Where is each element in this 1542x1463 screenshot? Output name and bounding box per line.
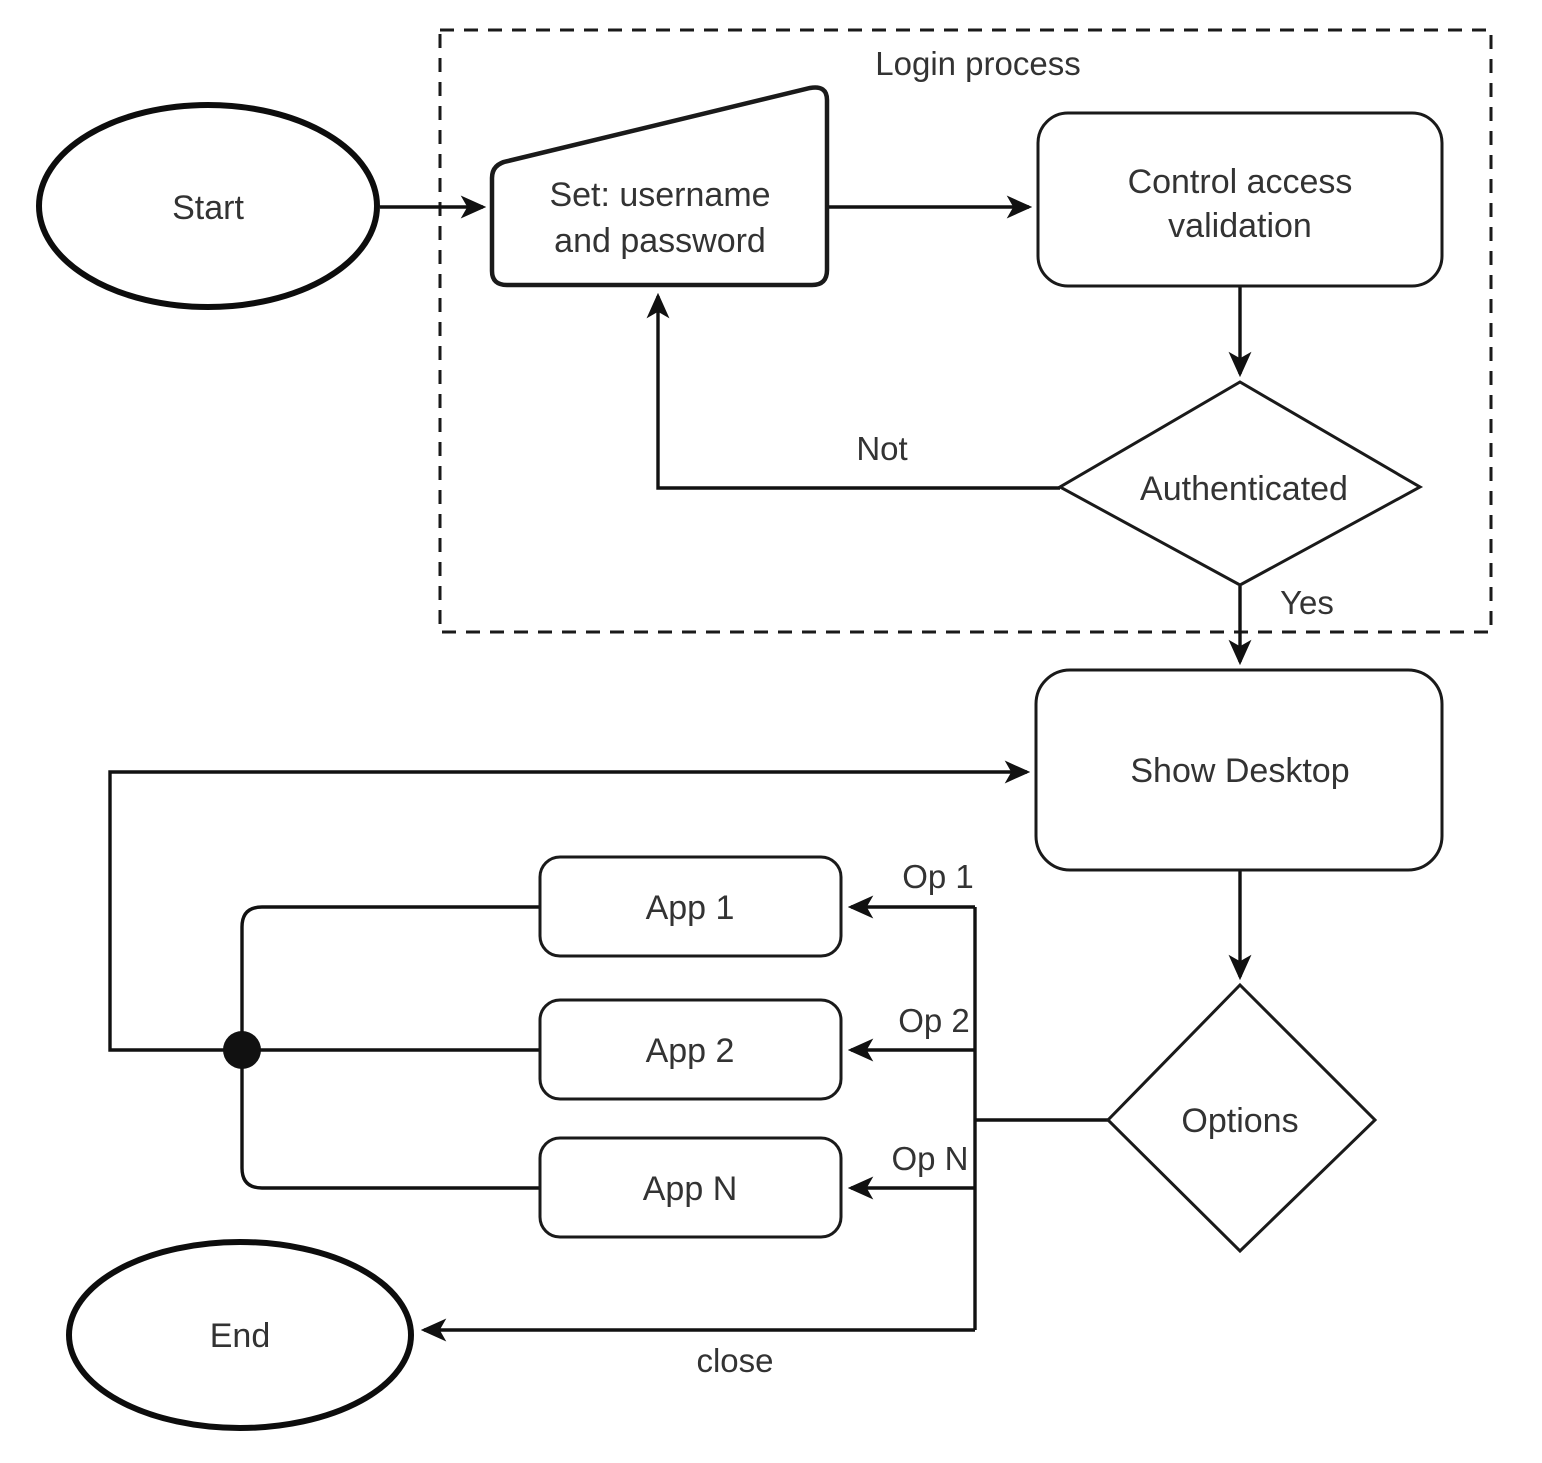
edge-label-op2: Op 2 bbox=[898, 1002, 970, 1039]
node-show-desktop[interactable] bbox=[1034, 668, 1444, 872]
node-start-label: Start bbox=[172, 189, 244, 227]
node-app-1-label: App 1 bbox=[646, 889, 735, 927]
login-process-group bbox=[438, 28, 1493, 634]
node-authenticated-label: Authenticated bbox=[1140, 470, 1348, 508]
login-process-group-label: Login process bbox=[875, 45, 1080, 82]
node-start[interactable] bbox=[36, 102, 380, 310]
node-set-credentials-label-line1: Set: username bbox=[549, 176, 770, 214]
edge-app-n-to-junction bbox=[240, 1050, 540, 1190]
node-end-label: End bbox=[210, 1317, 271, 1355]
node-app-1[interactable] bbox=[538, 855, 843, 958]
node-control-access-label-line1: Control access bbox=[1128, 163, 1353, 201]
node-set-credentials[interactable] bbox=[489, 85, 830, 288]
node-authenticated[interactable] bbox=[1056, 380, 1424, 587]
node-options[interactable] bbox=[1105, 982, 1378, 1254]
junction-dot bbox=[223, 1031, 261, 1069]
edge-label-yes: Yes bbox=[1280, 584, 1334, 621]
edge-label-close: close bbox=[696, 1342, 773, 1379]
node-control-access-label-line2: validation bbox=[1168, 207, 1312, 245]
edge-junction-to-show-desktop bbox=[108, 760, 1031, 1052]
edge-label-opn: Op N bbox=[891, 1140, 968, 1177]
edge-label-not: Not bbox=[856, 430, 907, 467]
node-end[interactable] bbox=[66, 1239, 414, 1431]
edge-authenticated-not-to-set-credentials bbox=[646, 292, 1060, 490]
node-set-credentials-label-line2: and password bbox=[554, 222, 766, 260]
node-app-n-label: App N bbox=[643, 1170, 738, 1208]
edge-label-op1: Op 1 bbox=[902, 858, 974, 895]
node-app-n[interactable] bbox=[538, 1136, 843, 1239]
node-options-label: Options bbox=[1181, 1102, 1298, 1140]
node-show-desktop-label: Show Desktop bbox=[1130, 752, 1349, 790]
node-app-2[interactable] bbox=[538, 998, 843, 1101]
node-app-2-label: App 2 bbox=[646, 1032, 735, 1070]
node-control-access[interactable] bbox=[1036, 111, 1444, 288]
edge-app-1-to-junction bbox=[240, 905, 540, 1050]
